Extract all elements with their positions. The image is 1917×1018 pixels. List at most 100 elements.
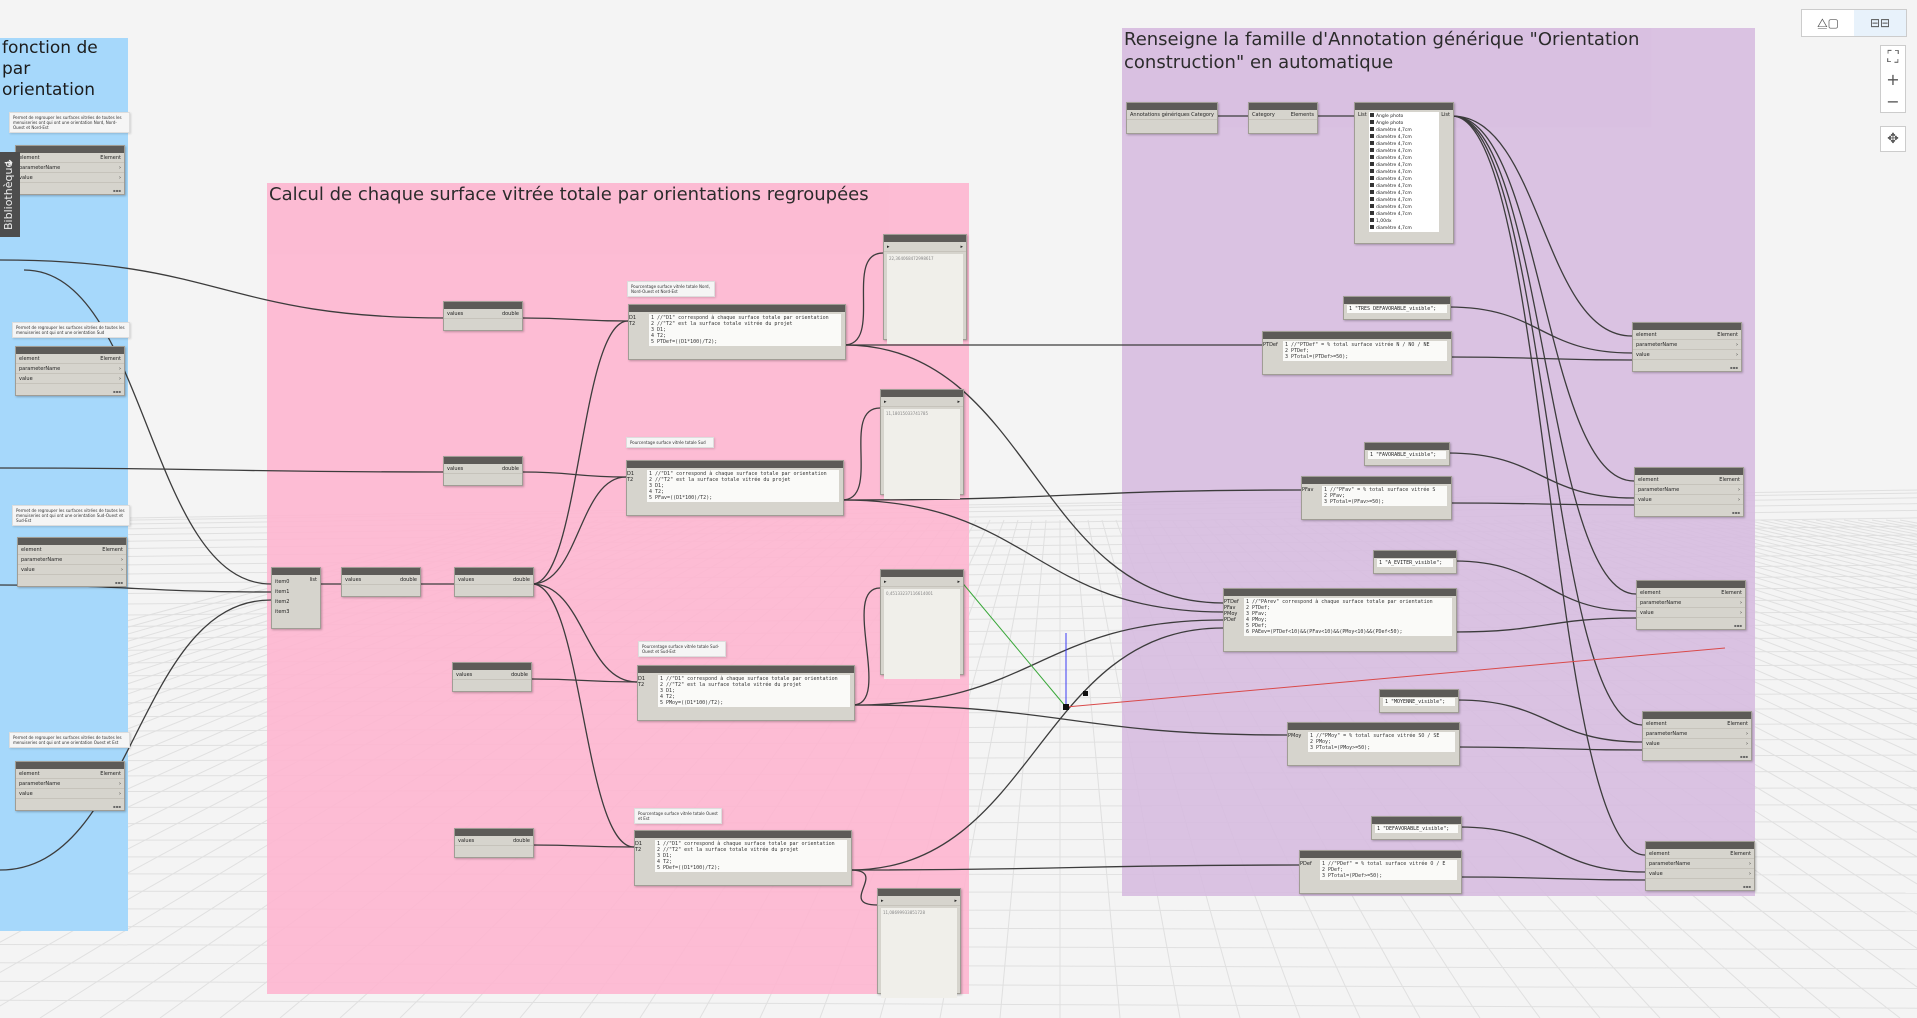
note-ouest-est[interactable]: Permet de regrouper les surfaces vitrées… [9, 732, 130, 748]
node-header[interactable] [1643, 712, 1751, 719]
input-port[interactable]: PTDef [1224, 599, 1239, 605]
note-nord[interactable]: Permet de regrouper les surfaces vitrées… [9, 112, 130, 133]
input-port-parameterName[interactable]: parameterName [21, 556, 63, 563]
input-port[interactable]: D1 [627, 471, 635, 477]
list-item[interactable]: Angle photo [1370, 113, 1438, 120]
node-header[interactable] [1646, 842, 1754, 849]
note-pct-sud[interactable]: Pourcentage surface vitrée totale Sud [626, 437, 714, 448]
list-item[interactable]: diamètre 4,7cm [1370, 211, 1438, 218]
note-sud[interactable]: Permet de regrouper les surfaces vitrées… [12, 322, 130, 338]
string-code-node[interactable]: 1 "MOYENNE_visible"; [1379, 689, 1459, 713]
input-port-parameterName[interactable]: parameterName [19, 164, 61, 171]
node-header[interactable] [1263, 332, 1451, 339]
node-header[interactable] [1300, 851, 1461, 858]
output-port-double[interactable]: double [501, 310, 519, 317]
node-header[interactable] [453, 663, 531, 670]
list-item[interactable]: diamètre 4,7cm [1370, 134, 1438, 141]
input-port-item[interactable]: item2 [275, 599, 290, 605]
node-header[interactable] [1374, 551, 1456, 558]
list-item[interactable]: diamètre 4,7cm [1370, 204, 1438, 211]
watch-node[interactable]: ▸▸11,08699933851728 [877, 888, 961, 998]
string-value[interactable]: 1 "DEFAVORABLE_visible"; [1375, 825, 1458, 833]
output-port-double[interactable]: double [510, 671, 528, 678]
node-header[interactable] [1224, 589, 1456, 596]
input-port-values[interactable]: values [345, 576, 362, 583]
node-header[interactable] [881, 570, 963, 577]
input-port-value[interactable]: value [19, 174, 33, 181]
input-port[interactable]: PDef [1300, 861, 1312, 867]
input-port[interactable]: T2 [627, 477, 634, 483]
string-value[interactable]: 1 "FAVORABLE_visible"; [1368, 451, 1446, 459]
input-port-parameterName[interactable]: parameterName [1640, 599, 1682, 606]
output-port[interactable]: Element [100, 355, 121, 362]
input-port-element[interactable]: element [1638, 476, 1659, 483]
node-header[interactable] [1355, 103, 1453, 110]
node-header[interactable] [1288, 723, 1459, 730]
string-code-node[interactable]: 1 "FAVORABLE_visible"; [1364, 442, 1450, 466]
node-header[interactable] [1127, 103, 1217, 110]
output-port[interactable]: Element [1717, 331, 1738, 338]
input-port[interactable]: T2 [638, 682, 645, 688]
input-port-item[interactable]: item0 [275, 579, 290, 585]
node-header[interactable] [1249, 103, 1317, 110]
input-port[interactable]: D1 [635, 841, 643, 847]
node-header[interactable] [1344, 297, 1450, 304]
input-port[interactable]: T2 [629, 321, 636, 327]
watch-node[interactable]: ▸▸0,45133237116614001 [880, 569, 964, 679]
list-item[interactable]: diamètre 4,7cm [1370, 197, 1438, 204]
input-port[interactable]: D1 [629, 315, 637, 321]
library-tab[interactable]: ➜ Bibliothèque [0, 152, 20, 237]
code-text[interactable]: 1 //"PMoy" = % total surface vitrée SO /… [1308, 732, 1455, 752]
input-port-element[interactable]: element [1640, 589, 1661, 596]
view-toggle[interactable]: ⧋▢ ⊟⊟ [1801, 9, 1907, 37]
watch-node[interactable]: ▸▸11,18015033741785 [880, 389, 964, 499]
input-port-value[interactable]: value [19, 375, 33, 382]
input-port-list[interactable]: List [1358, 112, 1367, 118]
node-header[interactable] [16, 347, 124, 354]
input-port-element[interactable]: element [19, 355, 40, 362]
input-port[interactable]: PFav [1302, 487, 1314, 493]
output-port-double[interactable]: double [399, 576, 417, 583]
list-item[interactable]: diamètre 4,7cm [1370, 176, 1438, 183]
code-text[interactable]: 1 //"D1" correspond à chaque surface tot… [655, 840, 847, 872]
output-port-double[interactable]: double [512, 837, 530, 844]
code-text[interactable]: 1 //"PTDef" = % total surface vitrée N /… [1283, 341, 1447, 361]
input-port-values[interactable]: values [458, 576, 475, 583]
output-port[interactable]: Element [1727, 720, 1748, 727]
input-port-element[interactable]: element [21, 546, 42, 553]
input-port-values[interactable]: values [447, 310, 464, 317]
input-port-value[interactable]: value [1638, 496, 1652, 503]
zoom-fit-icon[interactable]: ⛶ [1887, 47, 1899, 66]
output-port-double[interactable]: double [512, 576, 530, 583]
code-text[interactable]: 1 //"D1" correspond à chaque surface tot… [649, 314, 841, 346]
node-header[interactable] [627, 461, 843, 468]
list-item[interactable]: diamètre 4,7cm [1370, 225, 1438, 232]
input-port[interactable]: PMoy [1288, 733, 1302, 739]
category-dropdown[interactable]: Annotations génériques [1130, 111, 1190, 118]
input-port-category[interactable]: Category [1252, 111, 1275, 118]
input-port[interactable]: PDef [1224, 617, 1236, 623]
node-header[interactable] [638, 666, 854, 673]
input-port-values[interactable]: values [458, 837, 475, 844]
input-port-item[interactable]: item1 [275, 589, 290, 595]
node-header[interactable] [444, 457, 522, 464]
geometry-view-icon[interactable]: ⧋▢ [1816, 15, 1840, 30]
output-port[interactable]: Element [100, 154, 121, 161]
node-header[interactable] [1380, 690, 1458, 697]
list-item[interactable]: diamètre 4,7cm [1370, 190, 1438, 197]
list-item[interactable]: 1,00dx [1370, 218, 1438, 225]
input-port[interactable]: T2 [635, 847, 642, 853]
string-value[interactable]: 1 "TRES DEFAVORABLE_visible"; [1347, 305, 1447, 313]
